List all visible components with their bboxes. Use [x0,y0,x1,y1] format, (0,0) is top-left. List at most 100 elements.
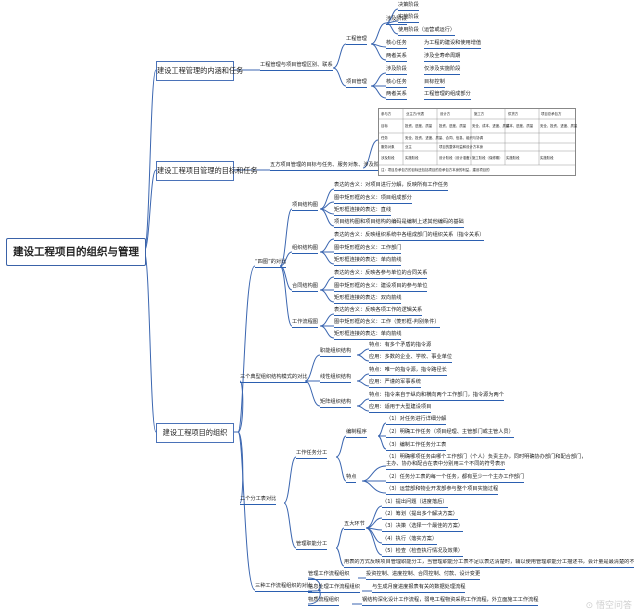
gc-leaf: 为工程的建设和使用增值 [424,40,482,49]
xm-item: 涉及阶段 [386,66,407,75]
leaf: 图中矩形框的含义：工作部门 [334,245,402,254]
root-node: 建设工程项目的组织与管理 [6,238,146,266]
leaf: 表达的含义：反映组织系统中各组成部门的组织关系（指令关系） [334,232,485,241]
leaf: （2）筹划（提出多个解决方案） [382,511,458,520]
s2-sub: 五方项目管理的目标与任务、服务对象、涉及阶段 [270,162,385,171]
xm-item: 两者关系 [386,91,407,100]
gc-leaf: 决策阶段 [398,2,419,11]
leaf: （3）决策（选择一个最佳的方案） [382,523,464,532]
xm-leaf: 仅涉及实施阶段 [424,66,461,75]
mgmt-note: 用表的方式反映项目管理职能分工，当管理职能分工表不足以表达清楚时，辅以使用管理职… [344,559,634,568]
table-cell: 成本、进度、质量 [506,124,534,128]
s1-sub: 工程管理与项目管理区别、联系 [260,62,333,71]
flow-node: 工作流程图 [292,319,318,328]
table-header: 施工方 [474,112,485,116]
section-node-3: 建设工程项目的组织 [156,423,234,443]
leaf: 特点：有多个矛盾的指令源 [369,342,432,351]
flow3-node: 三种工作流程组织的对比 [255,583,313,592]
table-cell: 安全、成本、进度、质量 [472,124,510,128]
leaf: 钢结构深化设计工作流程，弱电工程物资采购工作流程，外立面施工工作流程 [362,597,539,606]
table-cell: 任务 [381,136,388,140]
table-header: 业主方/代表 [406,112,425,116]
leaf: （1）明确哪项任务由哪个工作部门（个人）负责主办，同时明确协办部门和配合部门， [386,454,587,460]
leaf: （4）执行（落实方案） [382,536,438,545]
table-grid [379,109,575,166]
two-node: 二个分工表对比 [240,496,277,505]
gc-item: 核心任务 [386,40,407,49]
table-cell: 施工阶段（保修期） [472,156,503,160]
table-cell: 实施阶段 [540,156,554,160]
table-header: 参与方 [381,112,392,116]
watermark: ⊙ 悟空问答 [585,601,632,611]
leaf: 表达的含义：反映各项工作的逻辑关系 [334,307,423,316]
leaf: （5）检查（检查执行情况及效果） [382,548,464,557]
table-note: 注：项目总承包方的目标还包括项目的总承包方本身的利益，建设项目的 [381,168,490,172]
gc-leaf: 涉及全寿命周期 [424,53,461,62]
leaf: 表达的含义：反映各参与单位的合同关系 [334,270,428,279]
three-node: 三个典型组织结构模式的对比 [240,374,308,383]
xm-item: 核心任务 [386,79,407,88]
four-node: “四图”的对比 [255,259,287,268]
leaf: 表达的含义：对项目进行分解，反映所有工作任务 [334,182,449,191]
leaf: 应用：严谨的军事系统 [369,379,421,388]
table-cell: 业主 [405,145,412,149]
gc-item: 两者关系 [386,53,407,62]
five-node: 五大环节 [344,521,365,530]
leaf: 特点：唯一的指令源，指令路径长 [369,367,447,376]
xm-node: 项目管理 [346,79,367,88]
matrix-node: 矩阵组织结构 [320,399,352,408]
leaf: 主办、协办和配合在表中分别用三个不同的符号表示 [386,461,506,470]
wf-node: 信息处理工作流程组织 [308,584,360,593]
gc-leaf: 实施阶段 [398,14,419,23]
table-cell: 涉及阶段 [381,156,395,160]
org-node: 组织结构图 [292,245,318,254]
table-cell: 安全、投资、进度、质量 [540,124,578,128]
leaf: （1）提出问题（进度落后） [382,499,448,508]
leaf: 矩形框连接的表达：直线 [334,207,392,216]
leaf: 矩形框连接的表达：单向箭线 [334,331,402,340]
leaf: 项目结构图和项目结构的编码是编制上述其他编码的基础 [334,219,464,228]
gc-item: 涉及阶段 [386,16,407,25]
table-cell: 目标 [381,124,388,128]
table-cell: 项目的整体利益和设计方本身 [439,145,484,149]
gc-leaf: 使用阶段（运营或运行） [398,27,456,36]
leaf: 矩形框连接的表达：双向箭线 [334,295,402,304]
leaf: 特点：指令来自于纵向和横向两个工作部门，指令源为两个 [369,392,504,401]
gc-node: 工程管理 [346,36,367,45]
leaf: 图中矩形框的含义：项目组成部分 [334,195,412,204]
table-header: 项目总承包方 [541,112,562,116]
xm-leaf: 工程管理的组成部分 [424,91,471,100]
table-cell: 投资、进度、质量 [439,124,467,128]
table-cell: 实施阶段 [405,156,419,160]
section-node-2: 建设工程项目管理的目标和任务 [156,161,258,181]
xm-leaf: 目标控制 [424,79,445,88]
table-header: 供货方 [508,112,519,116]
leaf: （2）任务分工表的每一个任务，都有至少一个主办工作部门 [386,474,525,483]
wf-node: 管理工作流程组织 [308,571,350,580]
leaf: 矩形框连接的表达：单向箭线 [334,257,402,266]
table-cell: 安全、投资、进度、质量、合同、信息、组织与协调 [405,136,483,140]
table-cell: 服务对象 [381,145,395,149]
line-node: 线性组织结构 [320,374,352,383]
table-cell: 投资、进度、质量 [405,124,433,128]
five-party-table: 参与方 业主方/代表 设计方 施工方 供货方 项目总承包方 目标 投资、进度、质… [378,108,578,176]
leaf: （2）明确工作任务（项目经理、主管部门或主管人员） [386,429,514,438]
proj-struct-node: 项目结构图 [292,202,318,211]
func-node: 职能组织结构 [320,348,352,357]
leaf: 与生成月度进度报表有关的数据处理流程 [372,584,466,593]
leaf: 应用：适用于大型建设项目 [369,404,432,413]
leaf: 应用：多数的企业、学校、事业单位 [369,354,453,363]
leaf: （1）对任务进行详细分解 [386,416,447,425]
leaf: 图中矩形框的含义：工作（菱形框-判别条件） [334,319,440,328]
table-cell: 设计阶段（设计准备） [439,156,473,160]
wf-node: 物质流程组织 [308,597,340,606]
table-header: 设计方 [440,112,451,116]
feat-node: 特点 [346,474,357,483]
contract-node: 合同结构图 [292,283,318,292]
prog-node: 编制程序 [346,429,367,438]
leaf: 投资控制、进度控制、合同控制、付款、设计变更 [366,571,481,580]
leaf: （3）运营部和物业开发部参与整个项目实施过程 [386,486,499,495]
mgmt-node: 管理职能分工 [296,541,328,550]
leaf: 图中矩形框的含义：建设项目的参与单位 [334,283,428,292]
